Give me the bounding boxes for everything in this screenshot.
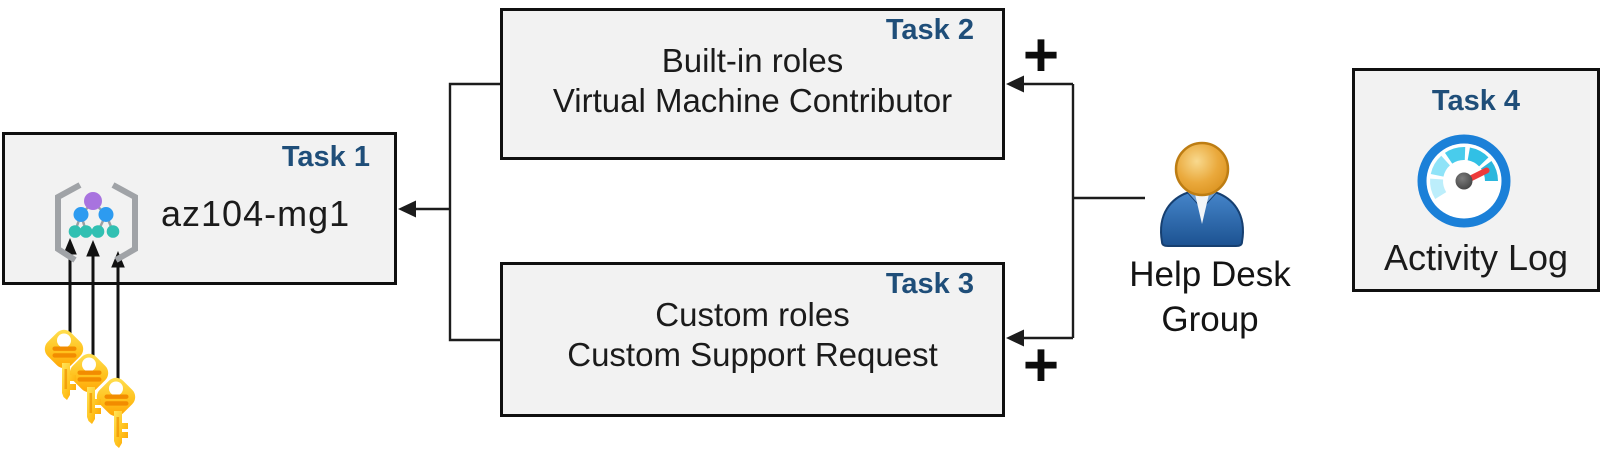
task2-text: Built-in roles Virtual Machine Contribut… <box>503 41 1002 121</box>
arrowhead-to-task1 <box>398 200 416 218</box>
user-icon <box>1160 141 1244 247</box>
user-body <box>1160 191 1244 247</box>
plus-sign-task3: + <box>1022 331 1060 400</box>
task2-line1: Built-in roles <box>661 42 844 79</box>
task3-box: Task 3 Custom roles Custom Support Reque… <box>500 262 1005 417</box>
user-collar <box>1194 192 1210 224</box>
key-icon-2 <box>65 349 113 424</box>
task1-management-group-name: az104-mg1 <box>161 193 351 234</box>
key-icon-3 <box>92 373 140 448</box>
task1-box: Task 1 az104-mg1 <box>2 132 397 285</box>
task2-label: Task 2 <box>885 14 974 46</box>
task4-box: Task 4 Activity Log <box>1352 68 1600 292</box>
help-desk-group-line1: Help Desk <box>1129 255 1291 294</box>
task2-line2: Virtual Machine Contributor <box>552 82 953 119</box>
plus-sign-task2: + <box>1022 21 1060 90</box>
connector-left-bracket <box>412 82 500 342</box>
task3-line2: Custom Support Request <box>567 336 938 373</box>
task3-text: Custom roles Custom Support Request <box>503 295 1002 375</box>
task3-line1: Custom roles <box>655 296 850 333</box>
key-icon-1 <box>40 325 88 400</box>
task1-label: Task 1 <box>281 141 370 173</box>
help-desk-group-label: Help Desk Group <box>1100 252 1320 342</box>
user-lapels <box>1188 189 1216 208</box>
task4-label: Task 4 <box>1431 85 1521 117</box>
task4-caption: Activity Log <box>1383 237 1569 278</box>
user-head <box>1174 141 1230 197</box>
task3-label: Task 3 <box>885 268 974 300</box>
task2-box: Task 2 Built-in roles Virtual Machine Co… <box>500 8 1005 160</box>
help-desk-group-line2: Group <box>1161 300 1259 339</box>
